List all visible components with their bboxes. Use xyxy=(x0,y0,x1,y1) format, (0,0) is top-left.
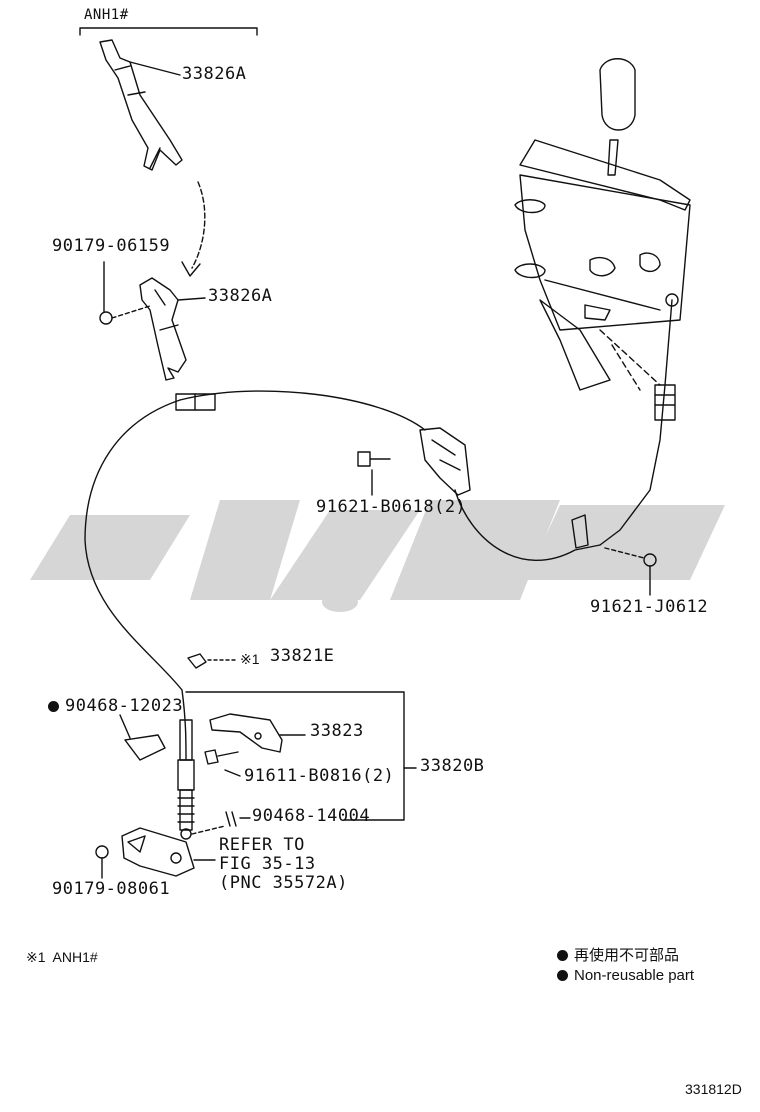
clip-33821e xyxy=(187,653,207,669)
legend-text-ja: 再使用不可部品 xyxy=(574,947,680,964)
label-90468-12023-text: 90468-12023 xyxy=(65,696,184,716)
flow-arrow xyxy=(191,181,206,269)
bolt-91621-b0618 xyxy=(357,451,391,467)
refer-line-3: (PNC 35572A) xyxy=(219,873,348,893)
legend-text-en: Non-reusable part xyxy=(574,967,695,984)
cable-end-assembly xyxy=(177,719,195,840)
legend-line-en: Non-reusable part xyxy=(557,968,694,983)
label-33826a-top: 33826A xyxy=(182,64,247,84)
label-90468-12023: 90468-12023 xyxy=(48,698,183,715)
label-33821e: 33821E xyxy=(270,646,335,666)
shift-cable xyxy=(84,399,187,761)
label-33820b: 33820B xyxy=(420,756,485,776)
pin-90468-14004 xyxy=(225,811,237,827)
cable-bracket xyxy=(419,427,471,496)
footnote-anh1: ※1 ANH1# xyxy=(26,949,98,965)
clip-33826a-top xyxy=(99,39,183,171)
label-90179-08061: 90179-08061 xyxy=(52,879,171,899)
non-reusable-dot-icon xyxy=(48,701,59,712)
shifter-cable xyxy=(599,299,673,546)
bracket-33823 xyxy=(209,713,283,753)
nut-90179-08061 xyxy=(95,845,109,859)
label-91621-b0618: 91621-B0618(2) xyxy=(316,497,467,517)
label-anh1-top: ANH1# xyxy=(84,7,129,23)
lever-plate xyxy=(121,827,195,877)
label-91611-b0816: 91611-B0816(2) xyxy=(244,766,395,786)
clip-90468-12023 xyxy=(124,734,166,761)
figure-code: 331812D xyxy=(685,1081,742,1097)
anh1-bracket xyxy=(79,27,258,36)
note-mark-33821e: ※1 xyxy=(240,651,260,667)
label-33823: 33823 xyxy=(310,721,364,741)
group-33820b xyxy=(185,691,405,821)
label-91621-j0612: 91621-J0612 xyxy=(590,597,709,617)
legend-dot-icon-2 xyxy=(557,970,568,981)
label-33826a-mid: 33826A xyxy=(208,286,273,306)
bolt-91611-b0816 xyxy=(204,749,239,765)
shift-lever-assembly xyxy=(514,58,691,391)
label-90468-14004: 90468-14004 xyxy=(252,806,371,826)
refer-line-1: REFER TO xyxy=(219,835,305,855)
legend-line-ja: 再使用不可部品 xyxy=(557,948,679,963)
legend-dot-icon xyxy=(557,950,568,961)
nut-90179-06159 xyxy=(99,311,113,325)
watermark-logo xyxy=(30,500,725,612)
clip-33826a-mid xyxy=(139,277,206,381)
refer-line-2: FIG 35-13 xyxy=(219,854,316,874)
clip-near-j0612 xyxy=(571,514,589,549)
label-90179-06159: 90179-06159 xyxy=(52,236,171,256)
